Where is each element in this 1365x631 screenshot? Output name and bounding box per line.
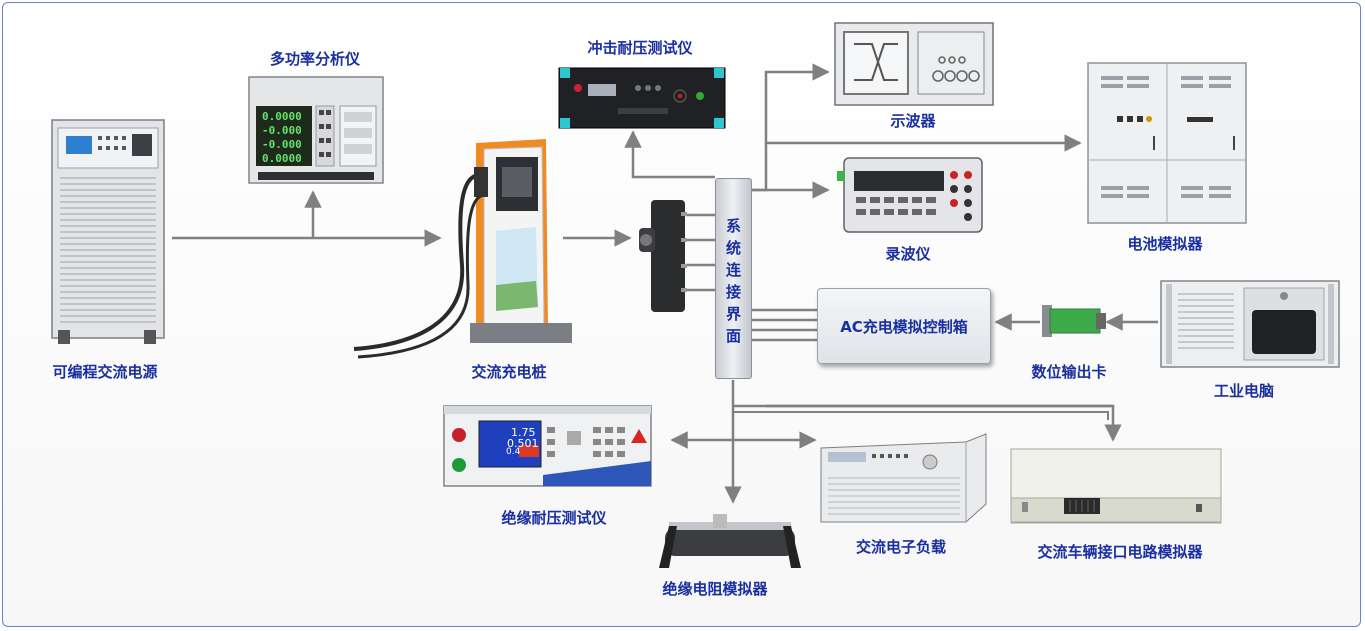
label-power-analyzer: 多功率分析仪 — [269, 50, 361, 68]
recorder-device — [836, 157, 984, 237]
label-vehicle-interface-sim: 交流车辆接口电路模拟器 — [1037, 543, 1203, 561]
analyzer-readout-4: 0.0000 — [262, 152, 302, 165]
label-insulation-resistor: 绝缘电阻模拟器 — [662, 580, 768, 598]
insulation-readout-3: 0.4 — [506, 447, 521, 457]
label-digital-output-card: 数位输出卡 — [1031, 363, 1107, 381]
label-ac-power-source: 可编程交流电源 — [52, 363, 158, 381]
analyzer-readout-1: 0.0000 — [262, 110, 302, 123]
label-recorder: 录波仪 — [885, 245, 931, 263]
charging-pile-device — [350, 135, 572, 364]
power-analyzer-device — [248, 76, 384, 190]
label-impulse-tester: 冲击耐压测试仪 — [587, 39, 693, 57]
label-oscilloscope: 示波器 — [890, 112, 936, 130]
interface-char-5: 界 — [725, 305, 741, 323]
analyzer-readout-3: -0.000 — [262, 138, 302, 151]
label-insulation-tester: 绝缘耐压测试仪 — [501, 509, 607, 527]
insulation-tester-device — [443, 405, 652, 491]
interface-char-6: 面 — [725, 327, 741, 345]
vehicle-interface-sim-device — [1010, 448, 1222, 528]
digital-output-card-device — [1040, 303, 1106, 343]
interface-char-1: 系 — [725, 217, 741, 235]
insulation-resistor-device — [655, 508, 805, 582]
oscilloscope-device — [834, 22, 994, 110]
label-electronic-load: 交流电子负载 — [855, 538, 947, 556]
interface-char-4: 接 — [725, 283, 741, 301]
insulation-readout-1: 1.75 — [511, 426, 536, 439]
analyzer-readout-2: -0.000 — [262, 124, 302, 137]
wire-to-impulse-tester — [624, 130, 715, 179]
ac-control-box: AC充电模拟控制箱 — [817, 288, 991, 364]
interface-char-3: 连 — [725, 261, 741, 279]
system-connection-interface: 系 统 连 接 界 面 — [715, 178, 752, 379]
charging-connector-device — [637, 198, 687, 318]
label-battery-simulator: 电池模拟器 — [1127, 235, 1203, 253]
label-ac-control-box: AC充电模拟控制箱 — [840, 317, 968, 336]
industrial-pc-device — [1160, 280, 1340, 372]
insulation-readout-2: 0.501 — [507, 437, 539, 450]
impulse-tester-device — [558, 62, 726, 136]
interface-char-2: 统 — [725, 239, 741, 257]
label-charging-pile: 交流充电桩 — [471, 363, 547, 381]
electronic-load-device — [820, 432, 988, 528]
battery-simulator-device — [1087, 62, 1247, 228]
label-industrial-pc: 工业电脑 — [1213, 382, 1275, 400]
ac-power-source-device — [50, 118, 166, 352]
